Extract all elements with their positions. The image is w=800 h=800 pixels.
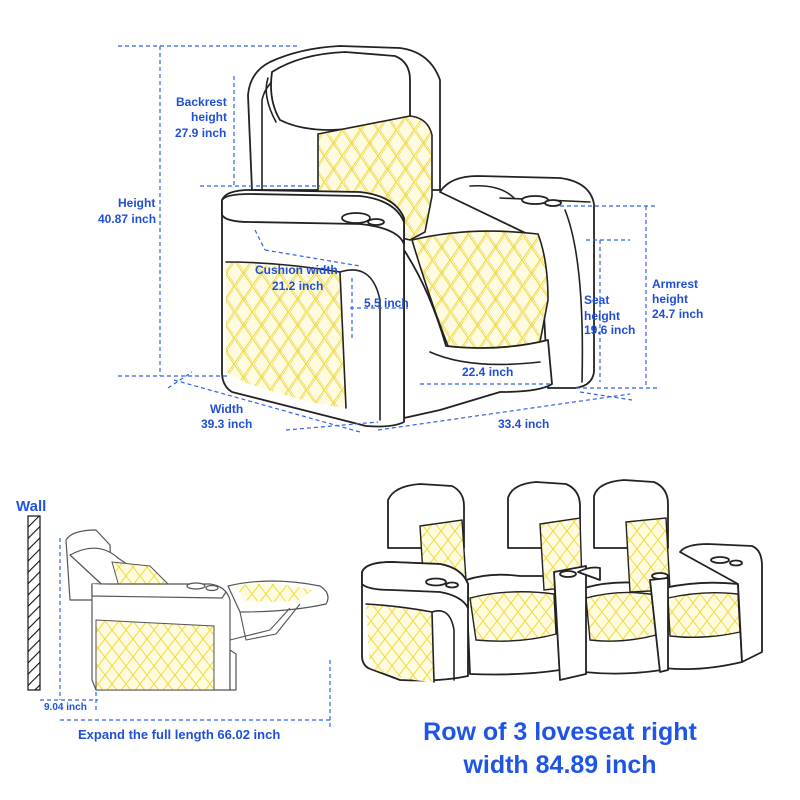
height-value: 40.87 inch (98, 212, 156, 226)
main-dimension-lines (118, 45, 658, 433)
row-caption-line1: Row of 3 loveseat right (423, 718, 697, 746)
width-value: 39.3 inch (201, 417, 252, 431)
wall (27, 515, 41, 691)
headrest (270, 51, 411, 131)
backrest-value: 27.9 inch (175, 126, 226, 140)
backrest-label: height (191, 110, 227, 124)
armrest-height-label: height (652, 292, 688, 306)
backrest-label: Backrest (176, 95, 227, 109)
wall-label: Wall (16, 498, 46, 515)
depth-value: 33.4 inch (498, 417, 549, 431)
seat-front (403, 249, 553, 419)
width-label: Width (210, 402, 243, 416)
height-label: Height (118, 196, 155, 210)
cushion-width-value: 21.2 inch (272, 279, 323, 293)
cushion-width-label: Cushion width (255, 263, 338, 277)
main-dimension-labels: Backrest height 27.9 inch Height 40.87 i… (98, 95, 703, 431)
right-armrest (439, 175, 595, 389)
cushion-depth-value: 5.5 inch (364, 296, 409, 310)
row-caption-line2: width 84.89 inch (462, 751, 656, 779)
armrest-height-label: Armrest (652, 277, 698, 291)
wall-gap-value: 9.04 inch (44, 702, 87, 713)
main-recliner-drawing (221, 45, 595, 428)
row-of-three-view (361, 479, 763, 683)
recline-view: Wall 9.04 inch Expand the full length 66… (16, 498, 331, 742)
seat-height-label: Seat (584, 293, 609, 307)
armrest-height-value: 24.7 inch (652, 307, 703, 321)
seat-depth-value: 22.4 inch (462, 365, 513, 379)
full-length-label: Expand the full length 66.02 inch (78, 727, 280, 742)
seat-height-value: 19.6 inch (584, 323, 635, 337)
seat-height-label: height (584, 309, 620, 323)
